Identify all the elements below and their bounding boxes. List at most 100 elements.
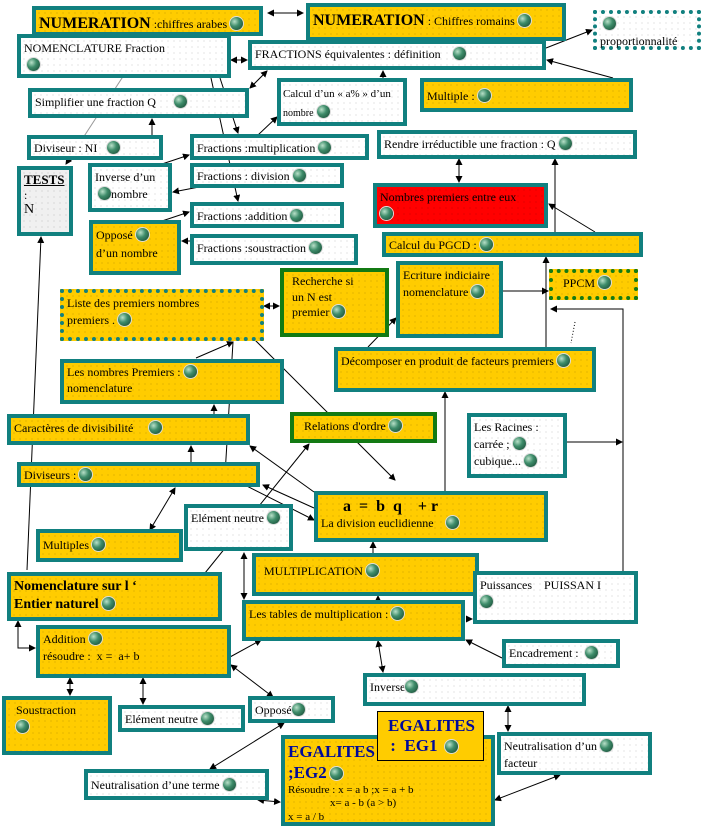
link-ball-icon[interactable] [16,720,29,734]
node-element-neutre-add[interactable]: Elément neutre [118,705,245,732]
link-ball-icon[interactable] [316,104,330,118]
link-ball-icon[interactable] [598,276,612,289]
node-title: TESTS [24,172,65,187]
node-fractions-soustraction[interactable]: Fractions :soustraction [190,234,358,265]
node-numeration-arabes[interactable]: NUMERATION :chiffres arabes [32,6,263,36]
link-ball-icon[interactable] [471,285,485,299]
node-text: résoudre : x = a+ b [43,648,140,663]
link-ball-icon[interactable] [329,767,343,781]
node-multiples[interactable]: Multiples [36,529,183,562]
node-ppcm[interactable]: PPCM [549,269,638,300]
node-text: Simplifier une fraction Q [35,95,156,109]
link-ball-icon[interactable] [445,739,459,753]
node-text: :chiffres arabes [150,17,228,31]
link-ball-icon[interactable] [222,778,236,791]
node-neutralisation-terme[interactable]: Neutralisation d’une terme [84,769,269,800]
link-ball-icon[interactable] [173,95,187,108]
link-ball-icon[interactable] [584,646,598,659]
link-ball-icon[interactable] [365,564,379,577]
link-ball-icon[interactable] [318,141,332,154]
link-ball-icon[interactable] [107,141,121,154]
link-ball-icon[interactable] [98,187,111,201]
link-ball-icon[interactable] [332,305,346,319]
node-fractions-equivalentes[interactable]: FRACTIONS équivalentes : définition [248,40,546,70]
link-ball-icon[interactable] [603,17,616,30]
node-text: Inverse [370,680,406,694]
node-oppose[interactable]: Opposé [248,696,335,723]
link-ball-icon[interactable] [117,313,131,327]
node-calcul-pgcd[interactable]: Calcul du PGCD : [382,232,643,257]
link-ball-icon[interactable] [445,516,459,530]
link-ball-icon[interactable] [292,169,306,182]
link-ball-icon[interactable] [558,137,572,150]
node-premiers-entre-eux[interactable]: Nombres premiers entre eux [373,183,548,228]
node-puissances[interactable]: Puissances PUISSAN I [473,571,638,624]
node-proportionnalite[interactable]: proportionnalité [593,10,701,50]
node-nomenclature-entier[interactable]: Nomenclature sur l ‘Entier naturel [7,572,222,621]
link-ball-icon[interactable] [524,453,537,467]
link-ball-icon[interactable] [88,632,102,645]
link-ball-icon[interactable] [291,703,305,716]
node-fractions-division[interactable]: Fractions : division [190,163,344,188]
node-numeration-romains[interactable]: NUMERATION : Chiffres romains [306,3,566,41]
link-ball-icon[interactable] [79,468,93,481]
node-nombres-premiers-nomenclature[interactable]: Les nombres Premiers :nomenclature [60,359,284,404]
link-ball-icon[interactable] [479,238,493,251]
node-inverse[interactable]: Inverse [363,673,586,706]
node-diviseurs[interactable]: Diviseurs : [17,462,260,487]
node-fractions-multiplication[interactable]: Fractions :multiplication [190,134,369,160]
link-ball-icon[interactable] [405,680,419,693]
node-nomenclature-fraction[interactable]: NOMENCLATURE Fraction [17,34,231,78]
link-ball-icon[interactable] [230,17,244,30]
node-diviseur-ni[interactable]: Diviseur : NI [27,135,163,160]
link-ball-icon[interactable] [477,89,491,102]
link-ball-icon[interactable] [27,58,40,72]
node-tables-multiplication[interactable]: Les tables de multiplication : [242,600,465,641]
node-encadrement[interactable]: Encadrement : [502,639,620,668]
node-element-neutre-mult[interactable]: Elément neutre [184,504,293,551]
link-ball-icon[interactable] [266,511,280,524]
link-ball-icon[interactable] [480,595,493,609]
link-ball-icon[interactable] [452,47,466,60]
node-text: Résoudre : x = a b ;x = a + b [288,783,414,796]
node-egalites-eg1[interactable]: EGALITES : EG1 [377,711,484,761]
node-multiplication[interactable]: MULTIPLICATION [252,553,479,596]
node-racines[interactable]: Les Racines : carrée ;cubique... [467,413,567,478]
node-decomposer[interactable]: Décomposer en produit de facteurs premie… [334,347,596,392]
link-ball-icon[interactable] [101,596,115,610]
node-soustraction[interactable]: Soustraction [2,696,112,755]
node-caracteres-divisibilite[interactable]: Caractères de divisibilité [7,414,250,445]
node-text: cubique... [474,453,521,468]
link-ball-icon[interactable] [149,421,163,434]
node-text: Soustraction [16,703,76,717]
link-ball-icon[interactable] [308,241,322,254]
link-ball-icon[interactable] [517,14,531,27]
link-ball-icon[interactable] [556,354,570,367]
node-text: Diviseur : NI [34,141,98,155]
node-tests[interactable]: TESTS:N [17,166,73,236]
link-ball-icon[interactable] [512,436,526,450]
link-ball-icon[interactable] [388,419,402,432]
link-ball-icon[interactable] [92,538,106,551]
link-ball-icon[interactable] [380,207,393,221]
node-rendre-irreductible[interactable]: Rendre irréductible une fraction : Q [377,130,637,159]
link-ball-icon[interactable] [599,739,613,752]
link-ball-icon[interactable] [135,228,149,241]
node-multiple[interactable]: Multiple : [420,78,633,112]
node-fractions-addition[interactable]: Fractions :addition [190,202,344,228]
link-ball-icon[interactable] [391,607,405,620]
link-ball-icon[interactable] [200,712,214,725]
link-ball-icon[interactable] [290,209,304,222]
node-relations-ordre[interactable]: Relations d'ordre [290,412,437,443]
link-ball-icon[interactable] [183,365,197,378]
node-simplifier-fraction[interactable]: Simplifier une fraction Q [28,88,249,118]
